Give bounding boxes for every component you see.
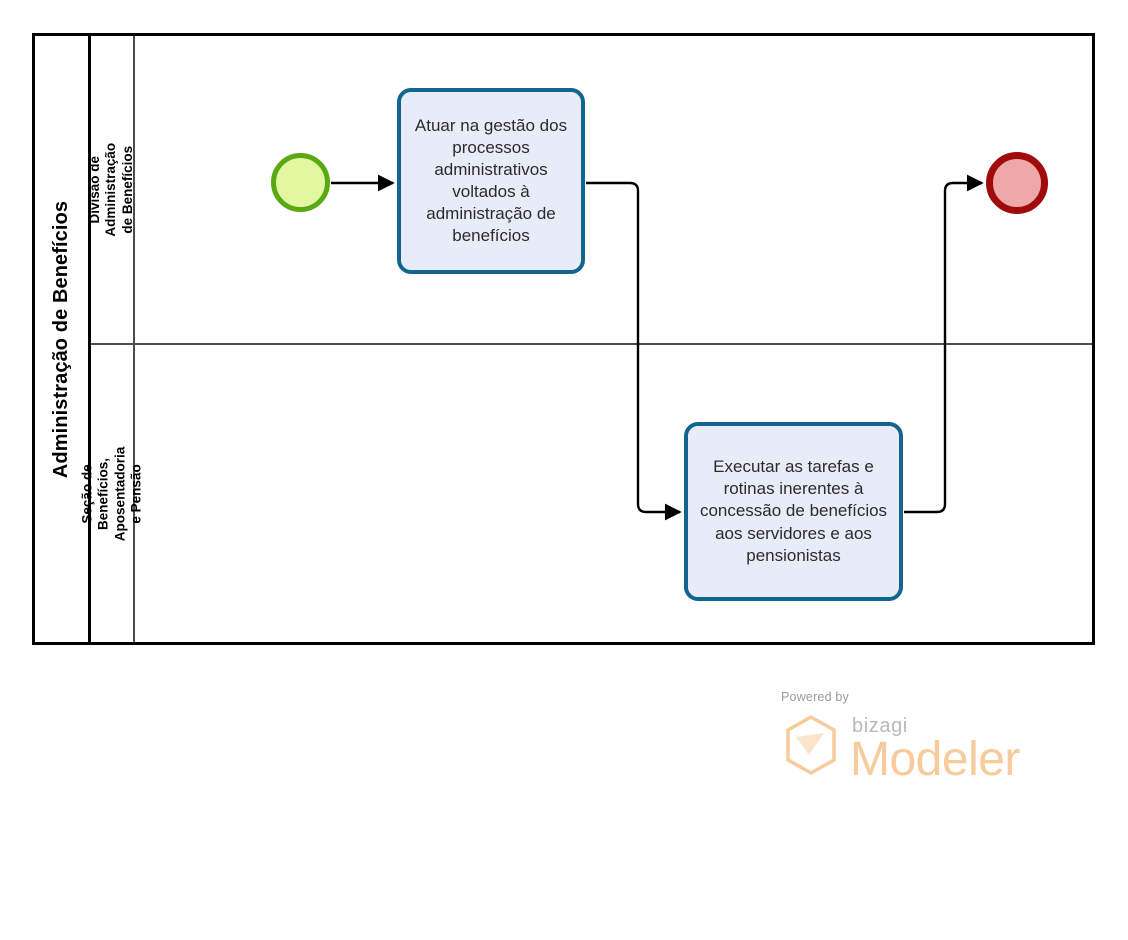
- pool-header: Administração de Benefícios: [35, 36, 91, 642]
- lane-header-1: Divisão de Administração de Benefícios: [87, 36, 135, 343]
- bizagi-watermark: Powered by bizagi Modeler: [780, 690, 1030, 790]
- task-2-label: Executar as tarefas e rotinas inerentes …: [699, 457, 888, 565]
- lane-title-1: Divisão de Administração de Benefícios: [87, 142, 136, 237]
- task-1-label: Atuar na gestão dos processos administra…: [414, 115, 568, 246]
- start-event[interactable]: [271, 153, 330, 212]
- task-executar-as-tarefas[interactable]: Executar as tarefas e rotinas inerentes …: [684, 422, 903, 601]
- lane-body-2: [135, 345, 1092, 642]
- lane-divisao-de-administracao-de-beneficios[interactable]: Divisão de Administração de Benefícios: [87, 36, 1092, 345]
- lane-header-2: Seção de Benefícios, Aposentadoria e Pen…: [79, 345, 143, 642]
- lane-secao-de-beneficios-aposentadoria-e-pensao[interactable]: Seção de Benefícios, Aposentadoria e Pen…: [79, 345, 1092, 642]
- pool-title: Administração de Benefícios: [50, 200, 73, 478]
- modeler-product-label: Modeler: [850, 733, 1020, 786]
- bizagi-brand-label: bizagi: [852, 715, 908, 737]
- bizagi-hexagon-icon: [786, 715, 836, 775]
- powered-by-label: Powered by: [781, 690, 850, 704]
- end-event[interactable]: [986, 152, 1048, 214]
- task-atuar-na-gestao[interactable]: Atuar na gestão dos processos administra…: [397, 88, 585, 274]
